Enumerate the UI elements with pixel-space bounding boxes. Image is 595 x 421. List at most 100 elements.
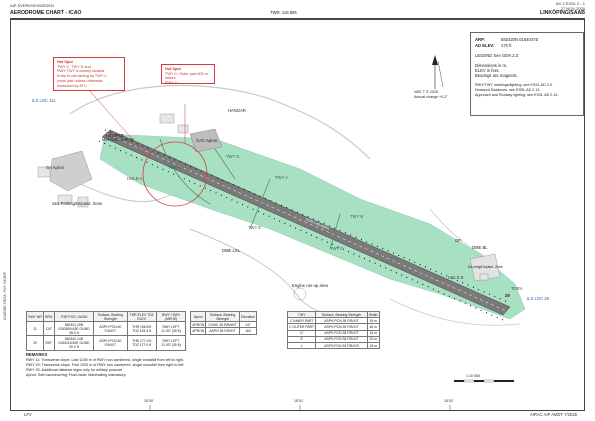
chart-title: AERODROME CHART - ICAO — [10, 10, 82, 16]
table-row: L ASPH PCN 35 F/B/X/S 15 m — [286, 341, 380, 350]
page-date: 27 NOV 2025 — [560, 5, 585, 11]
not-civil-label: NOT FOR CIVIL USE — [102, 138, 135, 142]
engine-run-area — [293, 287, 307, 301]
hotspot-leader — [87, 88, 151, 160]
hotspot-text: (near part unless otherwise — [57, 78, 103, 83]
building — [177, 124, 189, 134]
table-row: APRON CONC 45 R/B/W/T 147 — [189, 321, 258, 329]
building — [37, 166, 51, 178]
footer-amendment: AIRAC AIP AMDT 7/2025 — [529, 412, 577, 417]
title-divider — [10, 18, 585, 19]
road — [389, 298, 521, 326]
page-id: AD 2 ESSL 2 - 1 — [555, 1, 585, 6]
scale-bar — [454, 379, 514, 383]
reference-line: RWY/TWY markings/lighting, see ESSL AD 2… — [475, 83, 553, 87]
table-cell: THR 177.0 ft TDZ 177.0 ft — [126, 335, 157, 351]
reference-line: Approach and Runway lighting, see ESSL A… — [475, 93, 559, 97]
table-row: 11 110° 582421.20N 0153859.63E GUND 35.0… — [25, 321, 187, 337]
aerodrome-info-box: ARP: 582420N 0154047E AD ELEV: 170 ft LE… — [470, 32, 584, 116]
table-cell: 15 m — [366, 341, 380, 350]
remark-line: RWY 29: Additional distance signs only f… — [26, 367, 124, 372]
table-cell: APRON — [189, 327, 207, 335]
north-arrow-icon — [432, 55, 444, 89]
hotspot-circle — [142, 141, 208, 207]
magnetic-variation: VAR 7° E 2025 — [414, 90, 438, 94]
table-cell: 582421.20N 0153859.63E GUND 35.0 ft — [53, 321, 95, 337]
east-apron — [469, 253, 501, 282]
note-line: Dimensions in m. — [475, 63, 508, 68]
twr-frequency: TWR: 118.805 — [270, 10, 297, 15]
gac-apron — [189, 128, 223, 153]
table-cell: 110° — [43, 321, 55, 337]
taxiway-e — [249, 178, 271, 230]
coordinate-label: 15°40' — [144, 399, 154, 403]
hotspot-text: TWY C, TWY D and — [57, 64, 91, 69]
variation-annual-change: Annual change +0.2° — [414, 95, 448, 99]
twy-b-label: TWY B — [350, 214, 364, 219]
table-header-cell: THR POS, GUND — [53, 310, 95, 323]
reference-line: Declared Distances, see ESSL AD 2.13. — [475, 88, 541, 92]
remark-line: RWY 11: Transverse slope. Last 1200 m of… — [26, 357, 184, 362]
dme-bl-label: DME BL — [472, 245, 488, 250]
table-cell: ASPH PCN 60 F/A/X/T — [93, 321, 128, 337]
tora-label: TORA — [511, 286, 523, 291]
ga-apron — [49, 150, 93, 192]
hold-a-label: HOLD A — [127, 176, 143, 181]
chart-frame — [10, 19, 585, 411]
building — [159, 113, 175, 124]
hangar-label: HANGAR — [228, 108, 246, 113]
remarks-block: REMARKS RWY 11: Transverse slope. Last 1… — [26, 352, 286, 378]
table-cell: THR 156.8 ft TDZ 163.4 ft — [126, 321, 157, 337]
ga-apron-label: GA Apron — [46, 165, 64, 170]
runway-edge-lights — [98, 140, 504, 321]
ils-loc-label: ILS LOC 11L — [32, 98, 56, 103]
twy-e-label: TWY E — [248, 225, 262, 230]
note-line: ELEV in feet. — [475, 68, 500, 73]
elev-label: AD ELEV: — [475, 43, 495, 48]
coordinate-label: 15°42' — [444, 399, 454, 403]
hotspot-title: Hot Spot — [57, 60, 73, 64]
elev-value: 170 ft — [501, 43, 512, 48]
twy-f-label: TWY F — [330, 246, 343, 251]
helipad-label: HELIPAD — [106, 133, 124, 138]
change-note: CHANGE: RESA, TWY C/D/E/F — [3, 272, 7, 320]
table-cell: 163 — [238, 327, 258, 335]
taxiway-table: TWY Surface, Bearing Strength Width C IN… — [286, 310, 380, 350]
remark-line: RWY 29: Transverse slope. First 1200 m o… — [26, 362, 185, 367]
hotspot-text: RWY TWY A closely located. — [57, 69, 106, 74]
hold-b-label: HOLD B — [448, 275, 464, 280]
hotspot-text: Entry to call taxiing by TWY C — [57, 74, 108, 79]
sea-parking-label: Sea Parking/Depaint. Zone — [52, 201, 103, 206]
ils-loc-29-label: ILS LOC 29 — [527, 296, 549, 301]
hotspot-title: Hot Spot — [165, 67, 181, 71]
apron-table: Apron Surface, Bearing Strength Elevatio… — [189, 310, 258, 335]
table-header-cell: Surface, Bearing Strength — [93, 310, 128, 323]
runway-table: RWY NR BRG THR POS, GUND Surface, Bearin… — [25, 310, 187, 351]
table-header-cell: THR ELEV TDZ ELEV — [126, 310, 157, 323]
rwy-29-label: 29 — [505, 293, 510, 298]
engine-run-label: Engine run-up area — [292, 283, 328, 288]
table-row: 29 290° 582342.14N 0154218.60E GUND 30.0… — [25, 335, 187, 351]
hotspot-text: TWY C: Outer part 600 m before — [165, 71, 208, 81]
table-cell: ASPH PCN 60 F/A/X/T — [93, 335, 128, 351]
gp-label: GP — [455, 238, 462, 243]
table-cell: 290° — [43, 335, 55, 351]
table-header-row: RWY NR BRG THR POS, GUND Surface, Bearin… — [25, 310, 187, 323]
footer-publisher: LFV — [24, 412, 32, 417]
building — [57, 194, 73, 204]
twy-c-label: TWY C — [168, 165, 182, 170]
table-cell: ASPH PCN 35 F/B/X/S — [315, 341, 368, 350]
table-header-cell: Surface, Bearing Strength — [205, 310, 240, 323]
table-cell: RWY LEFT 11.00° (35 ft) — [155, 335, 187, 351]
gac-apron-label: GAC Apron — [196, 138, 218, 143]
arp-label: ARP: — [475, 37, 486, 42]
location-name: LINKÖPING/SAAB — [540, 10, 585, 16]
taxiway-f — [329, 213, 341, 250]
table-header-cell: RWY / SWY (MEHE) — [155, 310, 187, 323]
coordinate-label: 15°41' — [294, 399, 304, 403]
hotspot-text: RWY 11. — [165, 81, 180, 86]
publisher: AIP SVERIGE/SWEDEN — [10, 3, 54, 8]
table-cell: L — [286, 341, 317, 350]
de-icing-label: De-icing/Depaint. Zone — [468, 265, 503, 269]
table-cell: 582342.14N 0154218.60E GUND 30.0 ft — [53, 335, 95, 351]
